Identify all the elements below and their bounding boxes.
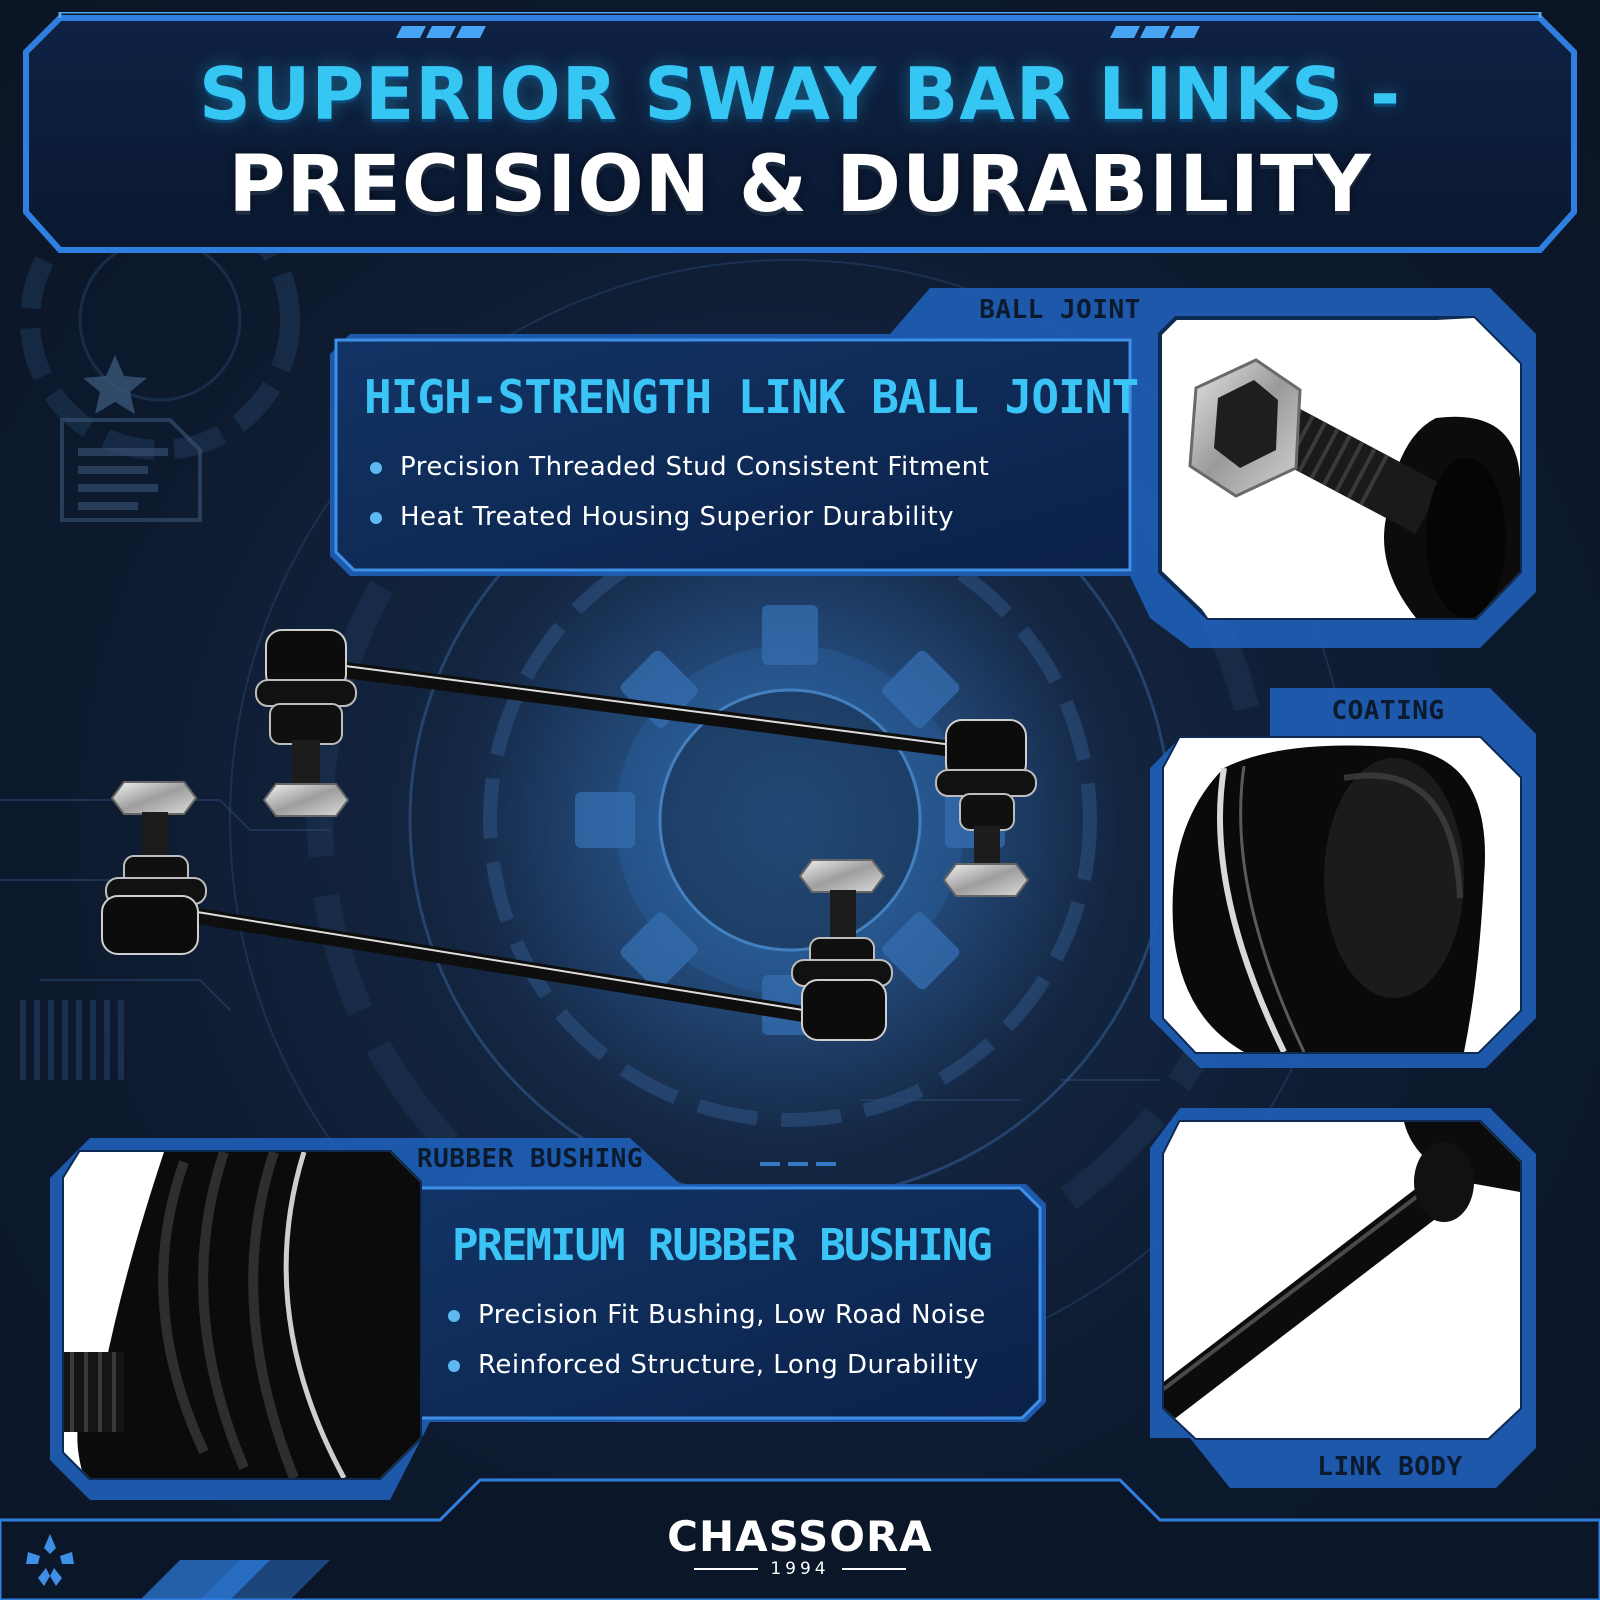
bullet-dot-icon (370, 512, 382, 524)
list-item: Heat Treated Housing Superior Durability (368, 502, 989, 532)
star-icon (83, 355, 147, 414)
link-body-panel: LINK BODY (1140, 1108, 1536, 1488)
corner-emblem-icon (26, 1534, 74, 1586)
rubber-bushing-image (64, 1152, 420, 1478)
sway-bar-link-upper (255, 629, 1037, 897)
brand-name: CHASSORA (667, 1512, 933, 1561)
ball-joint-panel: BALL JOINT HIGH-STRENGTH LINK BALL JOINT… (330, 288, 1536, 648)
divider (694, 1568, 759, 1570)
divider (841, 1568, 906, 1570)
list-item: Precision Threaded Stud Consistent Fitme… (368, 452, 989, 482)
rubber-bushing-bullets: Precision Fit Bushing, Low Road Noise Re… (446, 1300, 986, 1400)
bullet-dot-icon (448, 1310, 460, 1322)
brand-year: 1994 (770, 1559, 830, 1579)
list-item: Reinforced Structure, Long Durability (446, 1350, 986, 1380)
ball-joint-title: HIGH-STRENGTH LINK BALL JOINT (364, 370, 1139, 424)
bullet-dot-icon (448, 1360, 460, 1372)
header-banner: SUPERIOR SWAY BAR LINKS - PRECISION & DU… (20, 12, 1580, 256)
bullet-dot-icon (370, 462, 382, 474)
header-title-line2: PRECISION & DURABILITY (228, 140, 1372, 230)
coating-image (1164, 738, 1520, 1052)
ball-joint-bullets: Precision Threaded Stud Consistent Fitme… (368, 452, 989, 552)
brand-logo: CHASSORA 1994 (600, 1512, 1000, 1579)
list-item: Precision Fit Bushing, Low Road Noise (446, 1300, 986, 1330)
rubber-bushing-tab-label: RUBBER BUSHING (416, 1144, 644, 1174)
rubber-bushing-title: PREMIUM RUBBER BUSHING (452, 1220, 993, 1271)
coating-panel: COATING (1140, 688, 1536, 1068)
rubber-bushing-panel: RUBBER BUSHING PREMIUM RUBBER BUSHING Pr… (50, 1138, 1050, 1500)
header-frame (23, 12, 1577, 253)
sway-bar-link-lower (101, 781, 893, 1041)
sway-bar-links-product (101, 629, 1037, 1041)
ball-joint-tab-label: BALL JOINT (979, 295, 1141, 325)
ball-joint-image (1176, 318, 1520, 618)
coating-tab-label: COATING (1331, 696, 1445, 726)
brand-year-row: 1994 (600, 1559, 1000, 1579)
header-title-line1: SUPERIOR SWAY BAR LINKS - (199, 52, 1401, 136)
document-icon (60, 418, 202, 522)
link-body-tab-label: LINK BODY (1317, 1452, 1463, 1482)
link-body-image (1164, 1122, 1520, 1438)
